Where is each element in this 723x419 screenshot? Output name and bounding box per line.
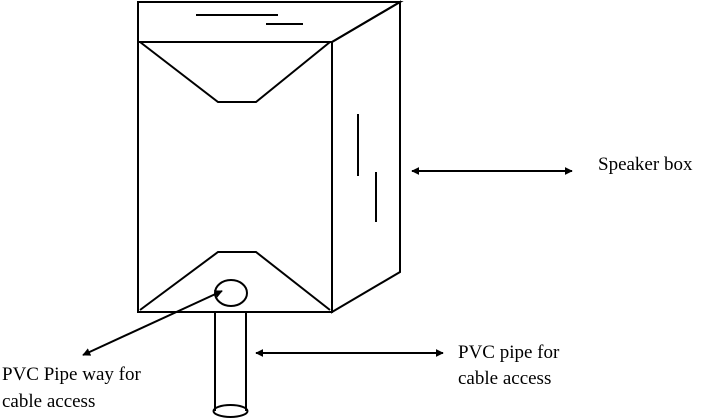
box-front-face bbox=[137, 41, 333, 313]
box-side-face bbox=[331, 0, 401, 314]
pvc-pipe bbox=[212, 312, 249, 418]
upper-funnel bbox=[139, 41, 331, 103]
pipe-way-arrow bbox=[82, 290, 223, 356]
pvc-pipe-label-line1: PVC pipe for bbox=[458, 342, 560, 363]
speaker-box-label: Speaker box bbox=[598, 154, 693, 175]
box-top-face bbox=[137, 0, 404, 43]
pipe-bottom-opening bbox=[212, 404, 249, 418]
lower-funnel bbox=[139, 251, 331, 311]
pipe-way-label-line1: PVC Pipe way for bbox=[2, 364, 141, 385]
speaker-box bbox=[137, 0, 404, 314]
pipe-way-label-line2: cable access bbox=[2, 391, 95, 412]
pvc-pipe-label-line2: cable access bbox=[458, 368, 551, 389]
